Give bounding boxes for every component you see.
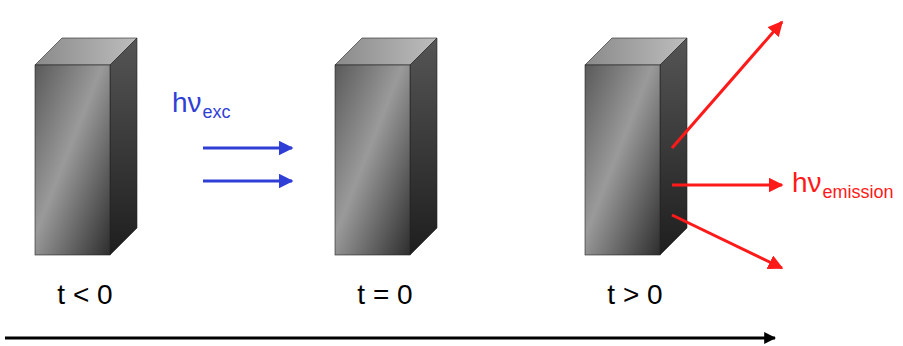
time-label: t > 0 [607,280,662,311]
time-label: t < 0 [57,280,112,311]
photon-energy: hν [792,168,822,199]
time-axis [5,337,775,340]
sample-block [335,38,437,255]
photon-subscript: exc [203,103,231,123]
time-label: t = 0 [357,280,412,311]
sample-block [35,38,137,255]
photon-subscript: emission [823,183,894,203]
emission-arrows [672,22,782,268]
photon-energy: hν [172,88,202,119]
excitation-arrows [203,148,292,181]
